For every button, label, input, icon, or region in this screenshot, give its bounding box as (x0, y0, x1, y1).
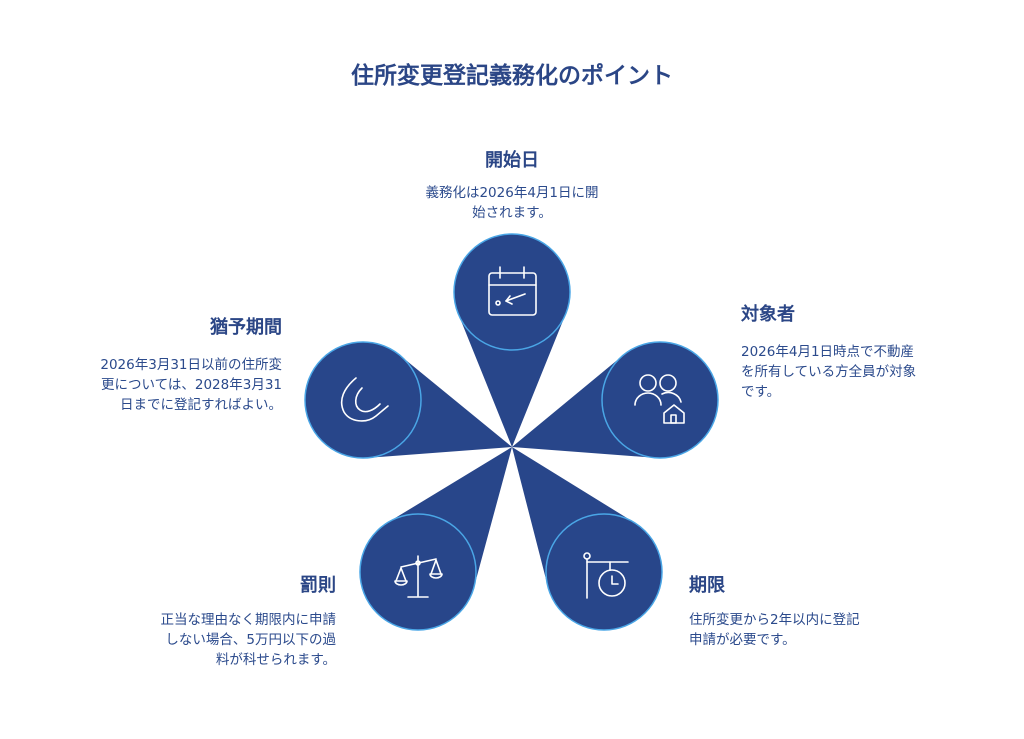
desc-target: 2026年4月1日時点で不動産 を所有している方全員が対象 です。 (741, 342, 916, 402)
desc-line: 住所変更から2年以内に登記 (689, 612, 860, 628)
heading-penalty: 罰則 (300, 575, 336, 596)
desc-line: を所有している方全員が対象 (741, 364, 917, 380)
petal-grace-period-circle (304, 341, 422, 459)
desc-line: しない場合、5万円以下の過 (165, 632, 336, 648)
clock-sign-icon (583, 552, 629, 599)
desc-line: 2026年4月1日時点で不動産 (741, 344, 915, 360)
desc-line: 申請が必要です。 (689, 632, 796, 648)
desc-deadline: 住所変更から2年以内に登記 申請が必要です。 (689, 610, 860, 650)
desc-line: 正当な理由なく期限内に申請 (160, 612, 337, 628)
scale-icon (394, 555, 443, 598)
heading-grace-period: 猶予期間 (210, 317, 282, 338)
desc-line: 始されます。 (472, 205, 552, 221)
page-title: 住所変更登記義務化のポイント (351, 63, 673, 89)
desc-line: 料が科せられます。 (215, 652, 336, 668)
calendar-icon (488, 266, 537, 316)
desc-line: 2026年3月31日以前の住所変 (100, 357, 282, 373)
desc-line: です。 (741, 384, 781, 400)
heading-start-date: 開始日 (485, 150, 539, 171)
desc-line: 日までに登記すればよい。 (120, 397, 282, 413)
petal-start-date-circle (453, 233, 571, 351)
desc-penalty: 正当な理由なく期限内に申請 しない場合、5万円以下の過 料が科せられます。 (161, 610, 337, 670)
desc-grace-period: 2026年3月31日以前の住所変 更については、2028年3月31 日までに登記… (100, 355, 282, 415)
grace-period-icon (340, 377, 389, 422)
people-house-icon (634, 374, 685, 424)
heading-deadline: 期限 (689, 575, 725, 596)
desc-line: 義務化は2026年4月1日に開 (425, 185, 599, 201)
desc-start-date: 義務化は2026年4月1日に開 始されます。 (0, 183, 1024, 223)
heading-target: 対象者 (741, 304, 795, 325)
desc-line: 更については、2028年3月31 (101, 377, 282, 393)
